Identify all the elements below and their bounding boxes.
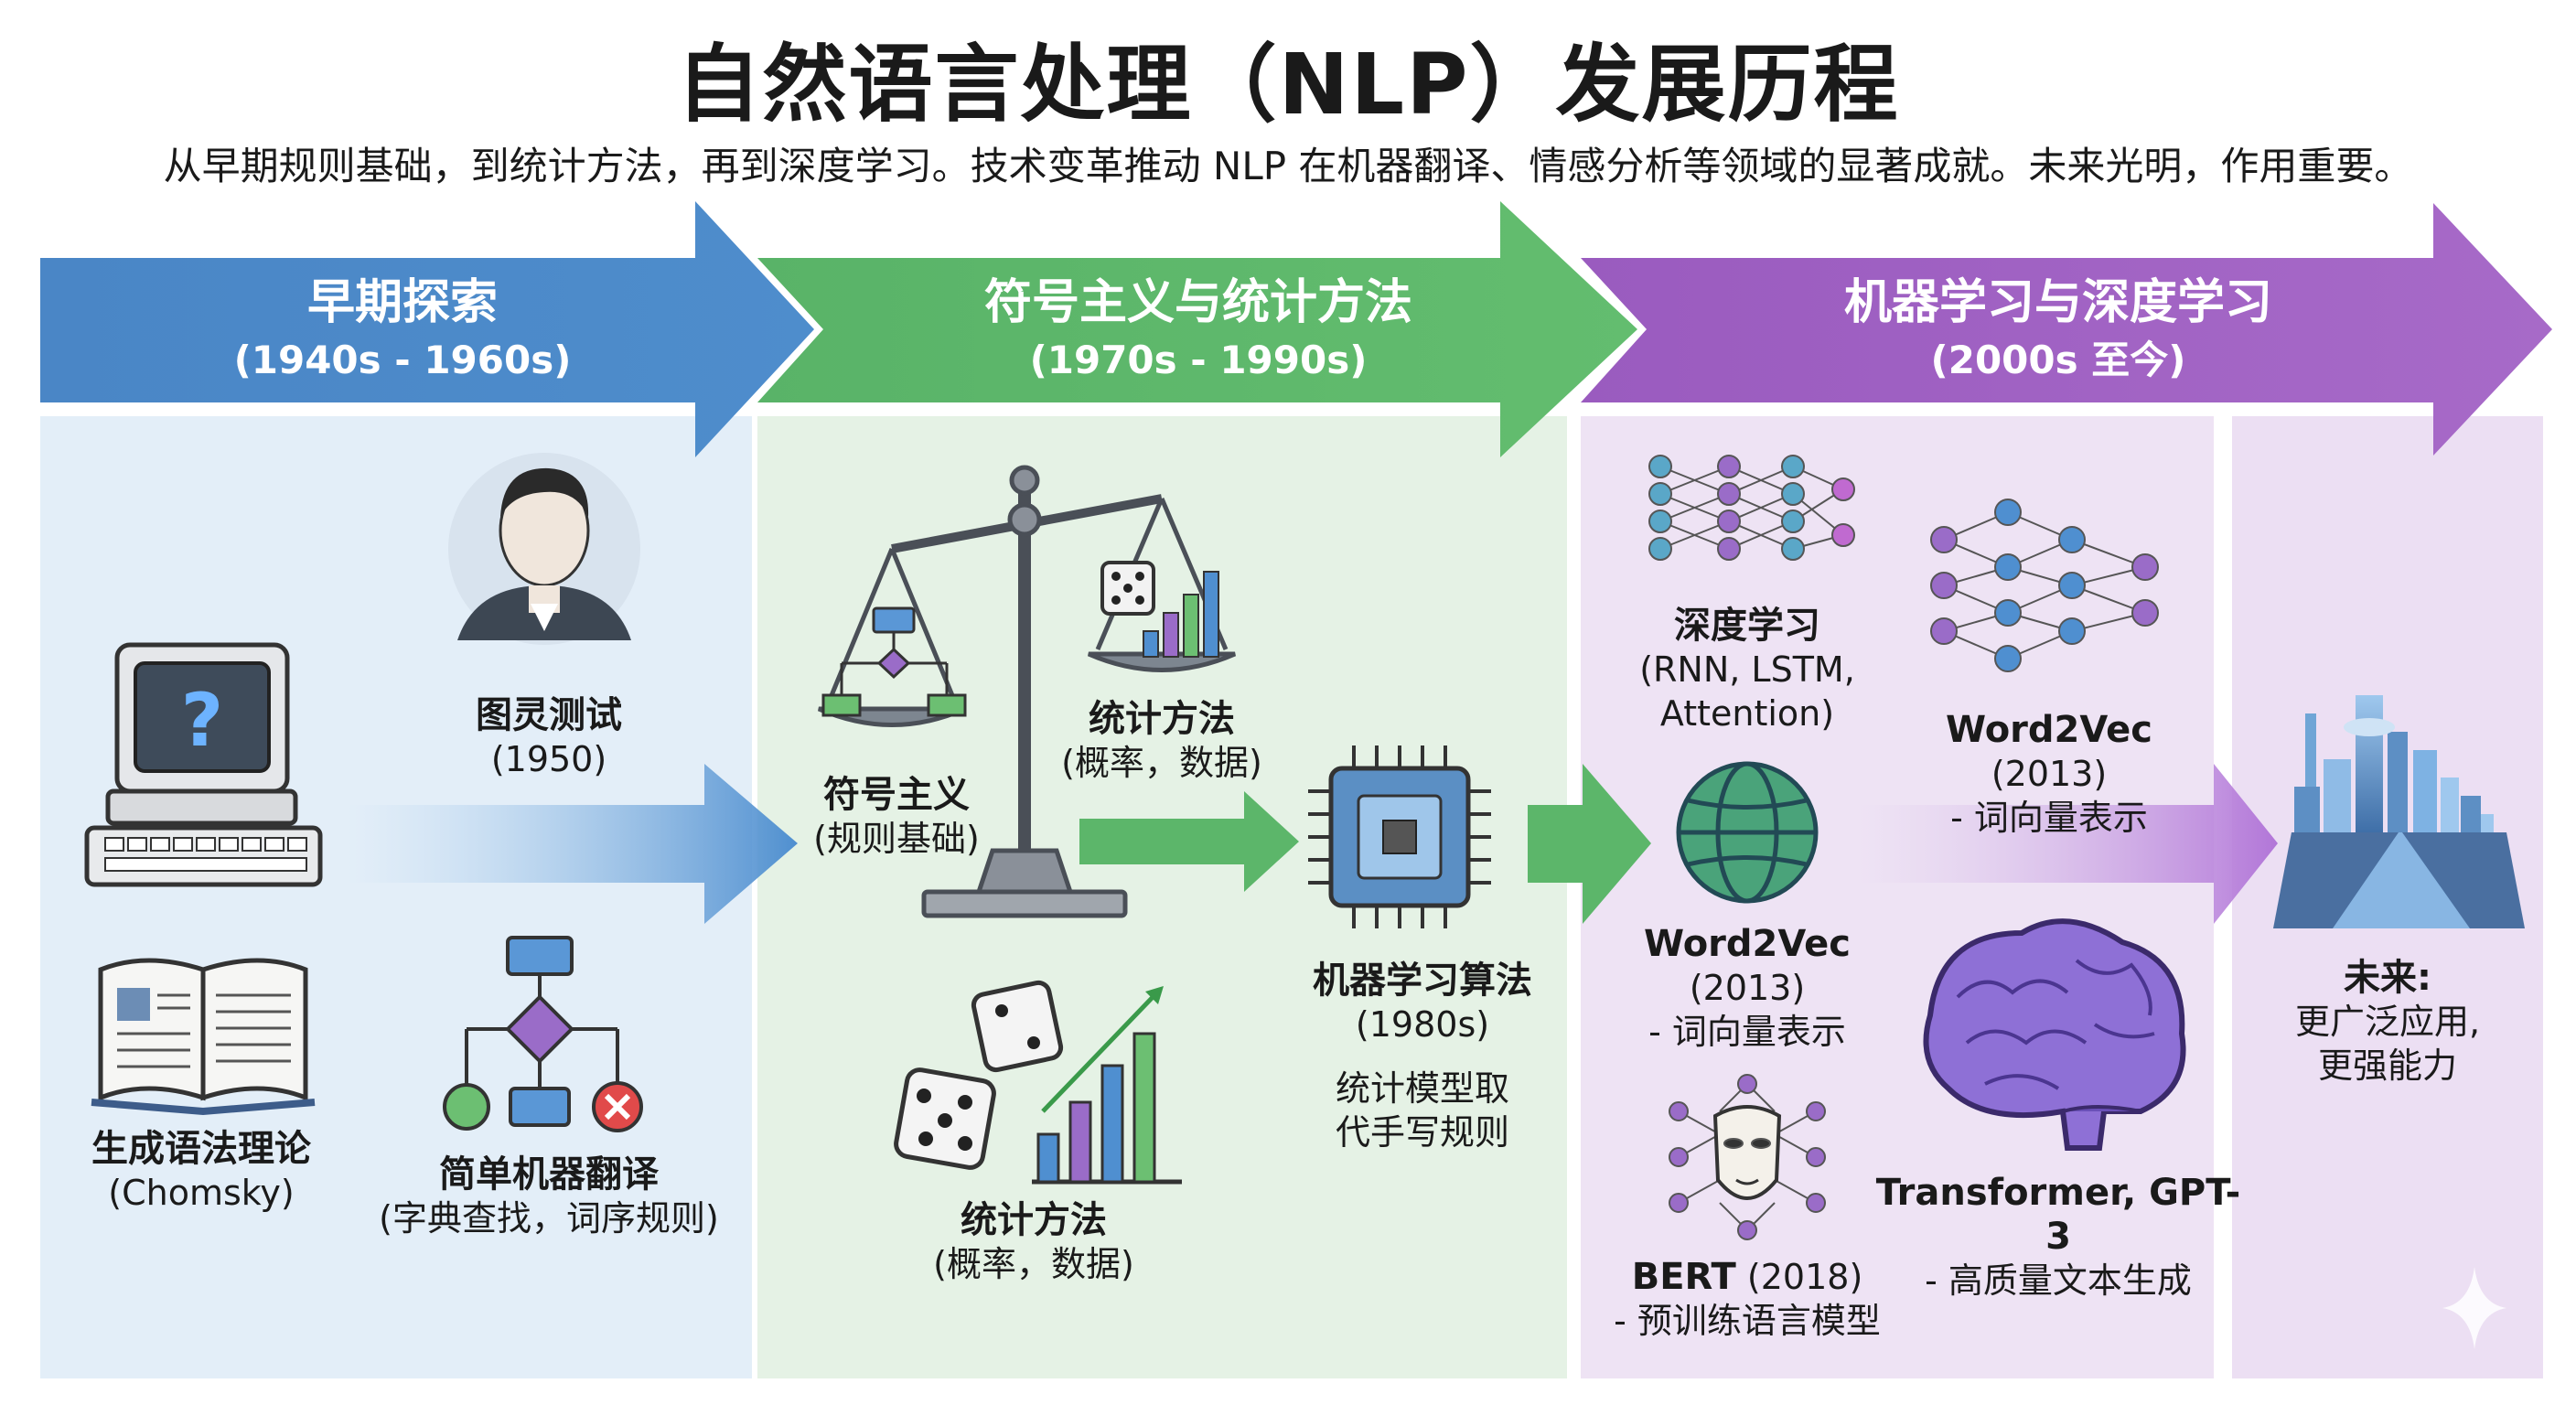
banner-arrow-early (40, 201, 814, 457)
dl-line2: (RNN, LSTM, (1639, 649, 1855, 690)
mt-name: 简单机器翻译 (439, 1153, 659, 1196)
neural-network-right-icon (1930, 499, 2159, 672)
bert-label: BERT (2018) - 预训练语言模型 (1592, 1255, 1903, 1343)
turing-test-label: 图灵测试 (1950) (402, 693, 695, 781)
chip-icon (1308, 745, 1491, 928)
symbolism-label: 符号主义 (规则基础) (787, 773, 1006, 861)
page-subtitle: 从早期规则基础，到统计方法，再到深度学习。技术变革推动 NLP 在机器翻译、情感… (163, 144, 2413, 188)
flowchart-icon (443, 936, 643, 1132)
bert-desc: - 预训练语言模型 (1614, 1301, 1881, 1341)
stage-early-header: 早期探索 (1940s - 1960s) (183, 271, 622, 386)
open-book-icon (91, 958, 316, 1116)
stage-title: 机器学习与深度学习 (1843, 275, 2272, 330)
bert-year: (2018) (1735, 1257, 1863, 1297)
ml-algo-label: 机器学习算法 (1980s) 统计模型取 代手写规则 (1281, 959, 1564, 1154)
statistics-note: (概率，数据) (1061, 743, 1262, 783)
stage-years: (1940s - 1960s) (233, 338, 572, 382)
bert-name: BERT (1631, 1256, 1736, 1298)
page-title: 自然语言处理（NLP）发展历程 (676, 36, 1900, 134)
turing-name: 图灵测试 (476, 694, 622, 736)
future-label: 未来: 更广泛应用, 更强能力 (2264, 956, 2511, 1088)
bert-mask-icon (1669, 1074, 1826, 1240)
grammar-label: 生成语法理论 (Chomsky) (55, 1127, 348, 1215)
transformer-desc: - 高质量文本生成 (1925, 1260, 2192, 1301)
symbolism-note: (规则基础) (813, 819, 980, 859)
statistics-upper-label: 统计方法 (概率，数据) (1052, 697, 1272, 785)
word2vec-right-label: Word2Vec (2013) - 词向量表示 (1884, 708, 2214, 840)
dice-icon (894, 980, 1064, 1170)
old-computer-icon (84, 642, 323, 887)
stage-symbolic-header: 符号主义与统计方法 (1970s - 1990s) (915, 271, 1482, 386)
future-line2: 更广泛应用, (2294, 1002, 2481, 1042)
transformer-name: Transformer, GPT-3 (1875, 1172, 2241, 1258)
ml-algo-name: 机器学习算法 (1313, 960, 1532, 1002)
w2v-right-desc: - 词向量表示 (1950, 798, 2148, 838)
w2v-desc: - 词向量表示 (1648, 1012, 1846, 1052)
future-name: 未来: (2344, 957, 2431, 999)
w2v-right-year: (2013) (1991, 754, 2108, 794)
neural-network-icon (1648, 455, 1855, 561)
rule-tree-icon (821, 606, 967, 717)
sparkle-icon (2442, 1267, 2506, 1349)
flow-arrow-1 (348, 764, 798, 924)
statistics-note: (概率，数据) (933, 1244, 1134, 1284)
deep-learning-label: 深度学习 (RNN, LSTM, Attention) (1610, 604, 1884, 735)
statistics-name: 统计方法 (1089, 698, 1235, 740)
stage-years: (1970s - 1990s) (1029, 338, 1368, 382)
dl-name: 深度学习 (1674, 605, 1820, 647)
mt-note: (字典查找，词序规则) (379, 1198, 719, 1239)
stage-deep-header: 机器学习与深度学习 (2000s 至今) (1766, 271, 2351, 386)
bar-chart-trend-icon (1032, 986, 1182, 1185)
statistics-name: 统计方法 (961, 1199, 1107, 1241)
w2v-name: Word2Vec (1644, 923, 1851, 965)
globe-icon (1676, 761, 1819, 904)
mt-label: 简单机器翻译 (字典查找，词序规则) (357, 1153, 741, 1240)
turing-year: (1950) (490, 739, 607, 779)
ml-algo-desc-2: 代手写规则 (1335, 1112, 1509, 1153)
dl-line3: Attention) (1659, 693, 1835, 734)
futuristic-city-icon (2273, 695, 2525, 928)
banner-arrow-symbolic (757, 201, 1637, 457)
computer-question-mark: ? (181, 678, 223, 763)
flow-arrow-3 (1528, 764, 1651, 924)
grammar-note: (Chomsky) (108, 1173, 295, 1213)
transformer-label: Transformer, GPT-3 - 高质量文本生成 (1866, 1171, 2250, 1303)
future-line3: 更强能力 (2317, 1046, 2457, 1086)
symbolism-name: 符号主义 (823, 774, 970, 816)
stage-title: 符号主义与统计方法 (983, 275, 1412, 330)
grammar-name: 生成语法理论 (91, 1128, 311, 1170)
turing-portrait-icon (448, 453, 640, 645)
word2vec-left-label: Word2Vec (2013) - 词向量表示 (1610, 922, 1884, 1054)
flow-arrow-4 (1857, 764, 2278, 924)
statistics-lower-label: 统计方法 (概率，数据) (919, 1198, 1148, 1286)
w2v-year: (2013) (1689, 968, 1806, 1008)
ml-algo-year: (1980s) (1355, 1004, 1490, 1045)
flow-arrow-2 (1079, 791, 1299, 892)
stage-title: 早期探索 (306, 275, 498, 330)
w2v-right-name: Word2Vec (1946, 709, 2152, 751)
banner-arrow-deep (1581, 203, 2552, 456)
stage-years: (2000s 至今) (1930, 338, 2186, 382)
dice-chart-small-icon (1100, 561, 1219, 658)
brain-icon (1923, 918, 2186, 1151)
ml-algo-desc-1: 统计模型取 (1335, 1068, 1509, 1109)
